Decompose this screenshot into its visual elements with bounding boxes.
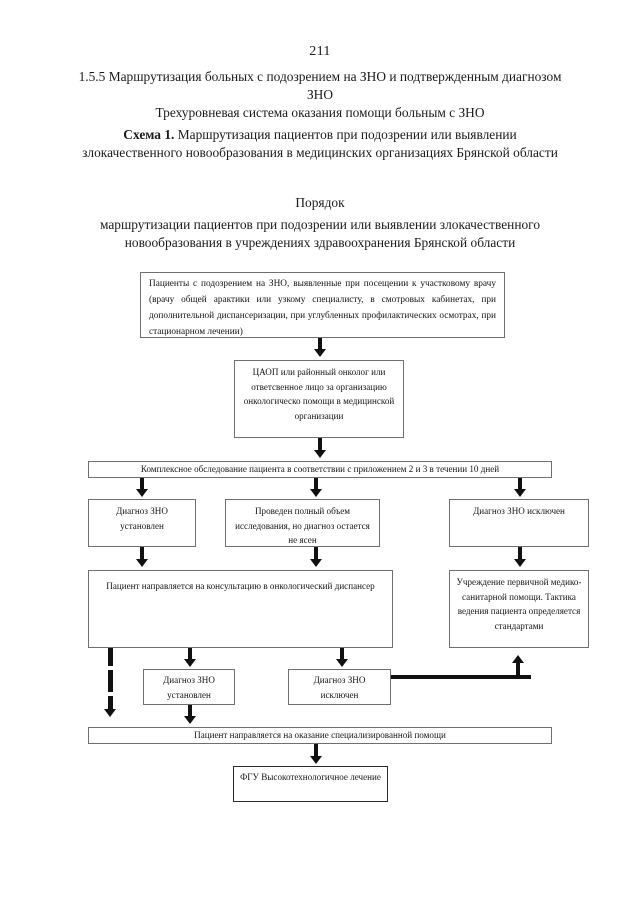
order-heading: Порядок: [295, 195, 345, 210]
connector-n7-n11-left-seg2: [108, 670, 113, 692]
arrowhead-n4-n7: [136, 559, 148, 567]
arrowhead-n2-n3: [314, 450, 326, 458]
connector-n4-n7: [140, 547, 144, 561]
flow-node-diagnosis-excluded-1: Диагноз ЗНО исключен: [449, 499, 589, 547]
flow-node-primary-care-institution: Учреждение первичной медико-санитарной п…: [449, 570, 589, 648]
flow-node-patients-suspected: Пациенты с подозрением на ЗНО, выявленны…: [140, 272, 505, 338]
arrowhead-n7-n10: [336, 659, 348, 667]
arrowhead-n3-n4: [136, 489, 148, 497]
connector-n3-n4: [140, 478, 144, 490]
flow-node-full-exam-unclear: Проведен полный объем исследования, но д…: [225, 499, 380, 547]
flow-node-diagnosis-confirmed-2: Диагноз ЗНО установлен: [143, 669, 235, 705]
arrowhead-n7-n11-left: [104, 709, 116, 717]
connector-n11-n12: [314, 744, 318, 758]
flow-node-referral-oncology-dispensary-text: Пациент направляется на консультацию в о…: [106, 581, 375, 591]
arrowhead-n6-n8: [514, 559, 526, 567]
connector-n7-n11-left-seg1: [108, 648, 113, 666]
scheme-label: Схема 1.: [123, 127, 175, 142]
connector-n3-n5: [314, 478, 318, 490]
connector-n7-n10: [340, 648, 344, 660]
arrowhead-n9-n11: [184, 716, 196, 724]
arrowhead-n5-n7: [310, 559, 322, 567]
connector-n5-n7: [314, 547, 318, 561]
flow-node-diagnosis-confirmed-1: Диагноз ЗНО установлен: [88, 499, 196, 547]
connector-n9-n11: [188, 705, 192, 717]
order-subheading: маршрутизации пациентов при подозрении и…: [99, 217, 541, 251]
connector-n3-n6: [518, 478, 522, 490]
connector-n2-n3: [318, 438, 322, 452]
arrowhead-n10-n8: [512, 655, 524, 663]
flow-node-diagnosis-excluded-2: Диагноз ЗНО исключен: [288, 669, 391, 705]
arrowhead-n3-n5: [310, 489, 322, 497]
connector-n1-n2: [318, 338, 322, 351]
flow-node-complex-examination: Комплексное обследование пациента в соот…: [88, 461, 552, 478]
flow-node-high-tech-treatment: ФГУ Высокотехнологичное лечение: [233, 766, 388, 802]
arrowhead-n7-n9: [184, 659, 196, 667]
arrowhead-n1-n2: [314, 349, 326, 357]
flow-node-referral-oncology-dispensary: Пациент направляется на консультацию в о…: [88, 570, 393, 648]
arrowhead-n3-n6: [514, 489, 526, 497]
scheme-title: Маршрутизация пациентов при подозрении и…: [82, 127, 558, 161]
page-title: 1.5.5 Маршрутизация больных с подозрение…: [78, 69, 562, 103]
arrowhead-n11-n12: [310, 756, 322, 764]
subheading-three-level-system: Трехуровневая система оказания помощи бо…: [155, 105, 485, 120]
page-number: 211: [309, 44, 331, 59]
flow-node-caop: ЦАОП или районный онколог или ответсвенн…: [234, 360, 404, 438]
connector-n7-n9: [188, 648, 192, 660]
connector-n6-n8: [518, 547, 522, 561]
connector-n10-n8-horizontal: [391, 675, 531, 679]
connector-n10-n8-vertical: [516, 663, 520, 677]
scheme-caption: Схема 1. Маршрутизация пациентов при под…: [78, 126, 562, 162]
flow-node-specialized-care: Пациент направляется на оказание специал…: [88, 727, 552, 744]
connector-n7-n11-left-seg3: [108, 696, 113, 710]
